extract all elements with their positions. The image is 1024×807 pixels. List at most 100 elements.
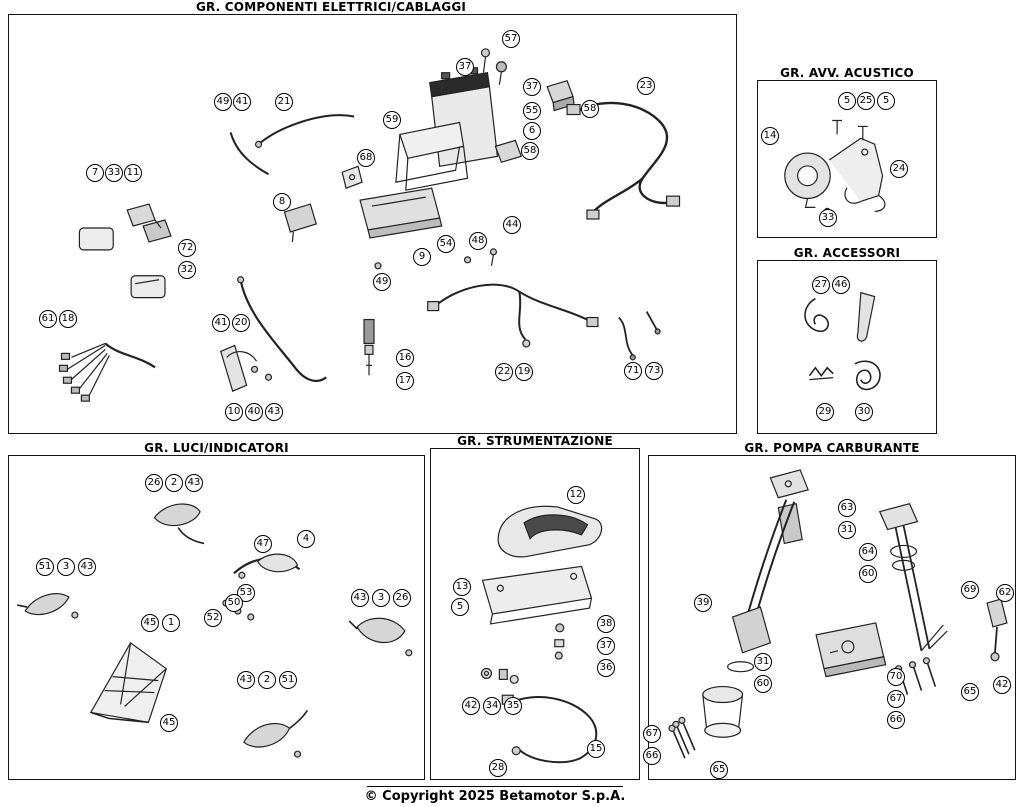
callout-20[interactable]: 20 <box>232 314 250 332</box>
callout-63[interactable]: 63 <box>838 499 856 517</box>
callout-1[interactable]: 1 <box>162 614 180 632</box>
callout-24[interactable]: 24 <box>890 160 908 178</box>
callout-3[interactable]: 3 <box>57 558 75 576</box>
callout-12[interactable]: 12 <box>567 486 585 504</box>
callout-62[interactable]: 62 <box>996 584 1014 602</box>
callout-33[interactable]: 33 <box>819 209 837 227</box>
callout-67[interactable]: 67 <box>887 690 905 708</box>
callout-65[interactable]: 65 <box>961 683 979 701</box>
pump-screws-drawing <box>668 657 937 759</box>
callout-36[interactable]: 36 <box>597 659 615 677</box>
callout-72[interactable]: 72 <box>178 239 196 257</box>
callout-40[interactable]: 40 <box>245 403 263 421</box>
callout-68[interactable]: 68 <box>357 149 375 167</box>
callout-73[interactable]: 73 <box>645 362 663 380</box>
callout-43[interactable]: 43 <box>265 403 283 421</box>
callout-59[interactable]: 59 <box>383 111 401 129</box>
callout-32[interactable]: 32 <box>178 261 196 279</box>
callout-34[interactable]: 34 <box>483 697 501 715</box>
callout-35[interactable]: 35 <box>504 697 522 715</box>
callout-31[interactable]: 31 <box>754 653 772 671</box>
callout-66[interactable]: 66 <box>643 747 661 765</box>
callout-45[interactable]: 45 <box>141 614 159 632</box>
callout-28[interactable]: 28 <box>489 759 507 777</box>
callout-45[interactable]: 45 <box>160 714 178 732</box>
callout-17[interactable]: 17 <box>396 372 414 390</box>
callout-49[interactable]: 49 <box>373 273 391 291</box>
callout-52[interactable]: 52 <box>204 609 222 627</box>
callout-19[interactable]: 19 <box>515 363 533 381</box>
callout-16[interactable]: 16 <box>396 349 414 367</box>
callout-46[interactable]: 46 <box>832 276 850 294</box>
callout-58[interactable]: 58 <box>581 100 599 118</box>
callout-64[interactable]: 64 <box>859 543 877 561</box>
callout-67[interactable]: 67 <box>643 725 661 743</box>
callout-42[interactable]: 42 <box>993 676 1011 694</box>
callout-55[interactable]: 55 <box>523 102 541 120</box>
callout-51[interactable]: 51 <box>36 558 54 576</box>
callout-10[interactable]: 10 <box>225 403 243 421</box>
callout-15[interactable]: 15 <box>587 740 605 758</box>
callout-6[interactable]: 6 <box>523 122 541 140</box>
callout-3[interactable]: 3 <box>372 589 390 607</box>
callout-25[interactable]: 25 <box>857 92 875 110</box>
callout-23[interactable]: 23 <box>637 77 655 95</box>
battery-cable-drawing <box>229 114 355 176</box>
callout-47[interactable]: 47 <box>254 535 272 553</box>
callout-31[interactable]: 31 <box>838 521 856 539</box>
callout-43[interactable]: 43 <box>351 589 369 607</box>
callout-48[interactable]: 48 <box>469 232 487 250</box>
callout-42[interactable]: 42 <box>462 697 480 715</box>
ground-cable-drawing <box>237 276 327 382</box>
callout-65[interactable]: 65 <box>710 761 728 779</box>
callout-5[interactable]: 5 <box>838 92 856 110</box>
callout-13[interactable]: 13 <box>453 578 471 596</box>
callout-4[interactable]: 4 <box>297 530 315 548</box>
callout-61[interactable]: 61 <box>39 310 57 328</box>
callout-70[interactable]: 70 <box>887 668 905 686</box>
callout-66[interactable]: 66 <box>887 711 905 729</box>
callout-43[interactable]: 43 <box>237 671 255 689</box>
callout-26[interactable]: 26 <box>393 589 411 607</box>
callout-37[interactable]: 37 <box>597 637 615 655</box>
callout-54[interactable]: 54 <box>437 235 455 253</box>
callout-58[interactable]: 58 <box>521 142 539 160</box>
callout-29[interactable]: 29 <box>816 403 834 421</box>
avv-acustico-drawing <box>784 119 886 215</box>
callout-30[interactable]: 30 <box>855 403 873 421</box>
callout-57[interactable]: 57 <box>502 30 520 48</box>
callout-71[interactable]: 71 <box>624 362 642 380</box>
callout-5[interactable]: 5 <box>877 92 895 110</box>
callout-39[interactable]: 39 <box>694 594 712 612</box>
callout-37[interactable]: 37 <box>523 78 541 96</box>
callout-27[interactable]: 27 <box>812 276 830 294</box>
callout-38[interactable]: 38 <box>597 615 615 633</box>
callout-21[interactable]: 21 <box>275 93 293 111</box>
callout-43[interactable]: 43 <box>78 558 96 576</box>
callout-7[interactable]: 7 <box>86 164 104 182</box>
callout-69[interactable]: 69 <box>961 581 979 599</box>
callout-41[interactable]: 41 <box>233 93 251 111</box>
callout-22[interactable]: 22 <box>495 363 513 381</box>
callout-26[interactable]: 26 <box>145 474 163 492</box>
callout-5[interactable]: 5 <box>451 598 469 616</box>
callout-43[interactable]: 43 <box>185 474 203 492</box>
callout-60[interactable]: 60 <box>754 675 772 693</box>
callout-14[interactable]: 14 <box>761 127 779 145</box>
callout-9[interactable]: 9 <box>413 248 431 266</box>
callout-8[interactable]: 8 <box>273 193 291 211</box>
callout-37[interactable]: 37 <box>456 58 474 76</box>
callout-2[interactable]: 2 <box>258 671 276 689</box>
callout-2[interactable]: 2 <box>165 474 183 492</box>
callout-41[interactable]: 41 <box>212 314 230 332</box>
callout-50[interactable]: 50 <box>225 594 243 612</box>
callout-18[interactable]: 18 <box>59 310 77 328</box>
callout-44[interactable]: 44 <box>503 216 521 234</box>
callout-60[interactable]: 60 <box>859 565 877 583</box>
callout-51[interactable]: 51 <box>279 671 297 689</box>
callout-33[interactable]: 33 <box>105 164 123 182</box>
callout-11[interactable]: 11 <box>124 164 142 182</box>
callout-49[interactable]: 49 <box>214 93 232 111</box>
copyright: © Copyright 2025 Betamotor S.p.A. <box>364 789 626 804</box>
